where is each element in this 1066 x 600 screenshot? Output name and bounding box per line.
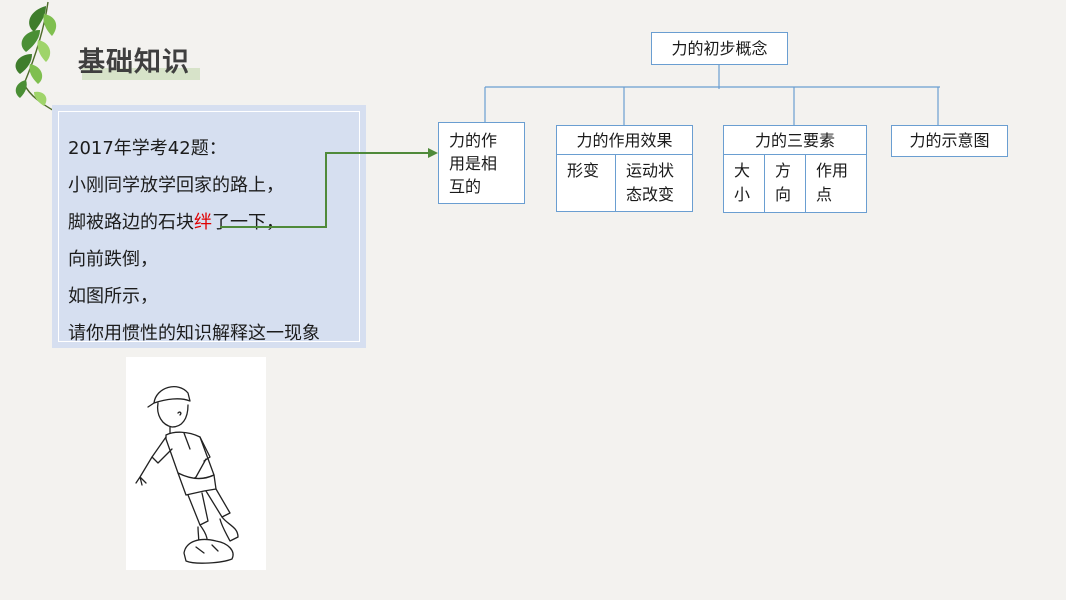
- element-cell-magnitude: 大 小: [724, 155, 765, 212]
- element-cell-direction: 方 向: [765, 155, 806, 212]
- mutual-force-line-1: 力的作: [449, 131, 498, 150]
- element-cell-point: 作用 点: [806, 155, 866, 212]
- effect-cell-deformation: 形变: [557, 155, 616, 211]
- question-line-3-start: 脚被路边的石块: [68, 212, 194, 233]
- effect-motion-line-2: 态改变: [626, 185, 675, 204]
- force-effects-cells: 形变 运动状 态改变: [557, 154, 692, 211]
- question-line-6: 请你用惯性的知识解释这一现象: [68, 323, 320, 344]
- concept-node-mutual-force: 力的作 用是相 互的: [438, 122, 525, 204]
- force-effects-label: 力的作用效果: [576, 131, 673, 150]
- magnitude-line-2: 小: [734, 185, 751, 204]
- page-title: 基础知识: [78, 47, 190, 78]
- three-elements-cells: 大 小 方 向 作用 点: [724, 154, 866, 212]
- question-line-1: 2017年学考42题：: [68, 138, 227, 159]
- concept-node-force-diagram: 力的示意图: [891, 125, 1008, 157]
- question-line-5: 如图所示，: [68, 286, 158, 307]
- illustration-frame: [126, 357, 266, 570]
- question-line-4: 向前跌倒，: [68, 249, 158, 270]
- question-line-3-end: 了一下，: [212, 212, 284, 233]
- point-line-2: 点: [816, 185, 833, 204]
- leaf-branch-icon: [15, 1, 57, 113]
- page-title-group: 基础知识: [78, 40, 200, 80]
- magnitude-line-1: 大: [734, 161, 751, 180]
- concept-node-three-elements: 力的三要素 大 小 方 向 作用 点: [723, 125, 867, 213]
- concept-root-node: 力的初步概念: [651, 32, 788, 65]
- direction-line-2: 向: [775, 185, 792, 204]
- concept-node-force-effects: 力的作用效果 形变 运动状 态改变: [556, 125, 693, 212]
- mutual-force-line-3: 互的: [449, 177, 482, 196]
- three-elements-label: 力的三要素: [754, 131, 835, 150]
- question-panel: 2017年学考42题： 小刚同学放学回家的路上， 脚被路边的石块绊了一下， 向前…: [52, 105, 366, 348]
- highlighted-word: 绊: [194, 212, 212, 233]
- mutual-force-line-2: 用是相: [449, 154, 498, 173]
- question-line-3: 脚被路边的石块绊了一下，: [68, 204, 359, 241]
- question-line-2: 小刚同学放学回家的路上，: [68, 175, 284, 196]
- concept-root-label: 力的初步概念: [671, 39, 768, 58]
- effect-deformation-text: 形变: [567, 161, 600, 180]
- direction-line-1: 方: [775, 161, 792, 180]
- boy-tripping-over-stone-illustration: [135, 386, 239, 564]
- point-line-1: 作用: [816, 161, 849, 180]
- force-diagram-label: 力的示意图: [909, 131, 990, 150]
- arrow-head-icon: [428, 148, 438, 158]
- effect-motion-line-1: 运动状: [626, 161, 675, 180]
- effect-cell-motion-change: 运动状 态改变: [616, 155, 692, 211]
- title-highlight-bar: [82, 68, 200, 80]
- question-panel-inner: 2017年学考42题： 小刚同学放学回家的路上， 脚被路边的石块绊了一下， 向前…: [58, 111, 360, 344]
